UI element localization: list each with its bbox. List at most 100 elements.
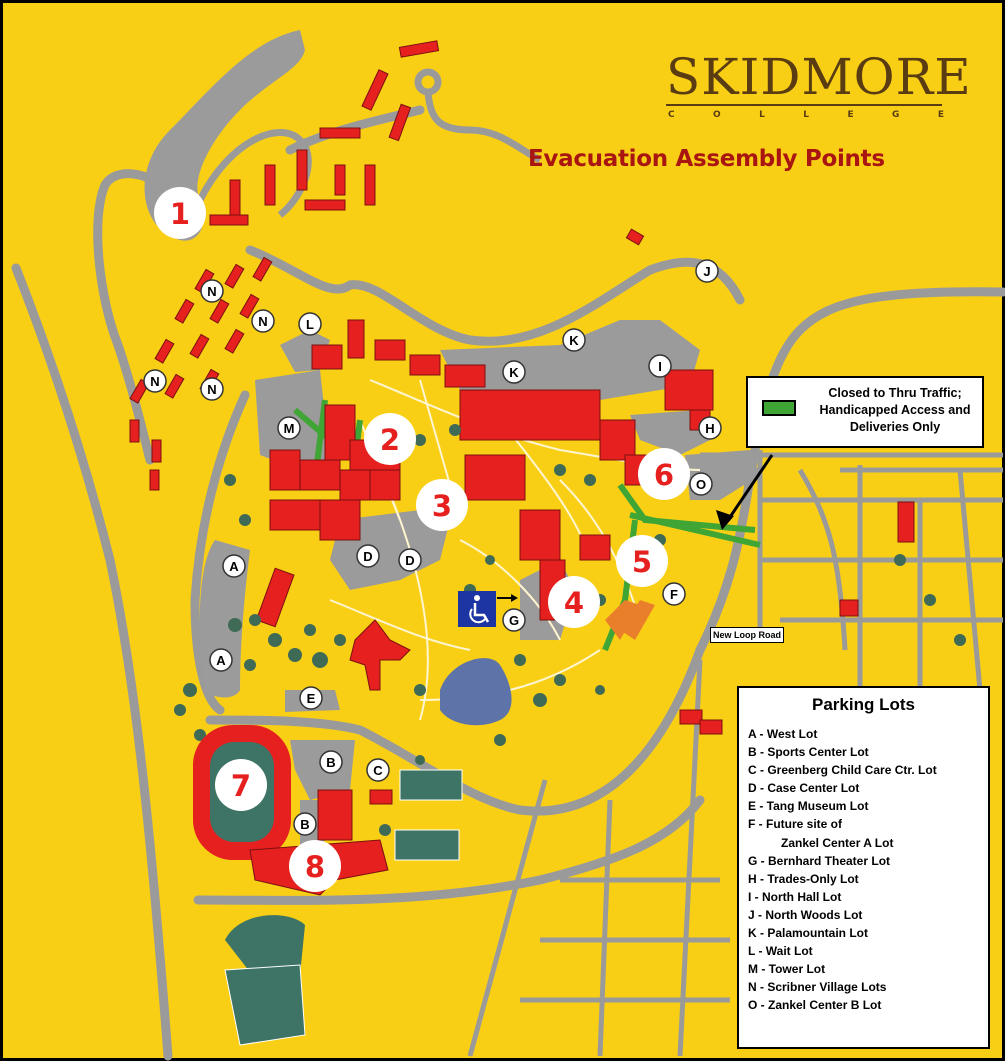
wheelchair-icon [458, 591, 496, 627]
logo-subline: C O L L E G E [668, 110, 944, 120]
lot-marker-letter: K [509, 365, 519, 380]
logo-rule [666, 104, 942, 106]
bottom-road [193, 795, 705, 905]
lot-marker-circle [293, 812, 317, 836]
parking-lots-legend: Parking Lots A - West Lot B - Sports Cen… [737, 686, 990, 1049]
lot-marker-letter: N [258, 314, 267, 329]
lot-marker-circle [398, 548, 422, 572]
lot-marker-letter: G [509, 613, 519, 628]
lot-marker-letter: H [705, 421, 714, 436]
lot-marker-letter: M [284, 421, 295, 436]
assembly-point-2 [364, 413, 416, 465]
lot-marker-circle [562, 328, 586, 352]
legend-swatch [762, 400, 796, 416]
lot-marker-circle [648, 354, 672, 378]
tennis-courts [394, 769, 463, 861]
lot-marker-circle [200, 279, 224, 303]
lot-marker-circle [277, 416, 301, 440]
assembly-point-6 [638, 448, 690, 500]
assembly-point-number: 5 [632, 545, 652, 579]
lot-marker-letter: N [150, 374, 159, 389]
assembly-point-number: 8 [305, 850, 325, 884]
assembly-point-number: 1 [170, 197, 190, 231]
lot-marker-circle [698, 416, 722, 440]
assembly-point-number: 4 [564, 586, 584, 620]
lot-marker-circle [200, 377, 224, 401]
lot-marker-circle [366, 758, 390, 782]
future-buildings [605, 600, 655, 640]
south-road [205, 645, 705, 816]
lot-marker-letter: J [703, 264, 710, 279]
assembly-point-number: 2 [380, 423, 400, 457]
north-loop-drive [196, 129, 312, 218]
lot-marker-letter: A [229, 559, 239, 574]
assembly-point-number: 3 [432, 489, 452, 523]
lot-marker-circle [695, 259, 719, 283]
lot-marker-circle [662, 582, 686, 606]
lot-marker-circle [356, 544, 380, 568]
north-residences [129, 40, 645, 491]
soccer-field [224, 964, 306, 1046]
parking-lots-list: A - West Lot B - Sports Center Lot C - G… [748, 725, 937, 1015]
road-label-new-loop: New Loop Road [710, 627, 784, 643]
lot-marker-letter: N [207, 284, 216, 299]
lot-marker-letter: D [405, 553, 414, 568]
parking-lot-item: M - Tower Lot [748, 962, 826, 977]
lot-marker-circle [299, 686, 323, 710]
assembly-point-number: 6 [654, 458, 674, 492]
east-grid-roads [467, 450, 1003, 1057]
map-title: Evacuation Assembly Points [528, 146, 885, 172]
lot-marker-circle [319, 750, 343, 774]
parking-lot-item: I - North Hall Lot [748, 889, 842, 904]
college-logo: SKIDMORE [666, 48, 972, 106]
inner-loop-road [245, 245, 745, 346]
lot-marker-letter: O [696, 477, 706, 492]
lot-marker-letter: E [307, 691, 316, 706]
lot-marker-circle [502, 360, 526, 384]
parking-lot-item: A - West Lot [748, 727, 818, 741]
assembly-point-number: 7 [231, 769, 251, 803]
lot-marker-circle [251, 309, 275, 333]
west-perimeter-road [11, 263, 173, 1061]
pond [440, 658, 512, 726]
parking-lot-item: K - Palamountain Lot [748, 926, 868, 941]
lot-marker-circle [143, 369, 167, 393]
lot-marker-circle [209, 648, 233, 672]
lot-marker-letter: F [670, 587, 678, 602]
lot-marker-letter: D [363, 549, 372, 564]
assembly-point-3 [416, 479, 468, 531]
closed-road-pointer [726, 454, 774, 521]
parking-lot-item: C - Greenberg Child Care Ctr. Lot [748, 763, 937, 778]
lot-marker-circle [298, 312, 322, 336]
parking-lot-item: B - Sports Center Lot [748, 745, 869, 760]
parking-lot-item: E - Tang Museum Lot [748, 799, 869, 814]
parking-lot-item: J - North Woods Lot [748, 907, 863, 922]
lot-marker-letter: L [306, 317, 314, 332]
legend-text: Closed to Thru Traffic; Handicapped Acce… [819, 386, 971, 434]
parking-lot-item: D - Case Center Lot [748, 781, 860, 796]
lot-marker-letter: A [216, 653, 226, 668]
parking-lot-item: L - Wait Lot [748, 944, 813, 959]
lot-marker-circle [502, 608, 526, 632]
campus-buildings [255, 319, 915, 841]
lot-marker-letter: B [300, 817, 309, 832]
parking-lot-item: F - Future site of [748, 817, 842, 832]
assembly-point-1 [154, 187, 206, 239]
parking-lot-item: H - Trades-Only Lot [748, 871, 859, 886]
lot-marker-letter: C [373, 763, 383, 778]
tang-museum [349, 619, 411, 691]
lot-marker-letter: N [207, 382, 216, 397]
lot-marker-circle [222, 554, 246, 578]
assembly-point-7 [215, 759, 267, 811]
assembly-point-8 [289, 840, 341, 892]
lot-marker-letter: B [326, 755, 335, 770]
assembly-point-markers: 1 2 3 4 5 6 7 8 [154, 187, 690, 892]
parking-lot-item: G - Bernhard Theater Lot [748, 853, 891, 868]
lot-marker-letter: I [658, 359, 662, 374]
parking-lot-item: O - Zankel Center B Lot [748, 998, 882, 1013]
assembly-point-4 [548, 576, 600, 628]
